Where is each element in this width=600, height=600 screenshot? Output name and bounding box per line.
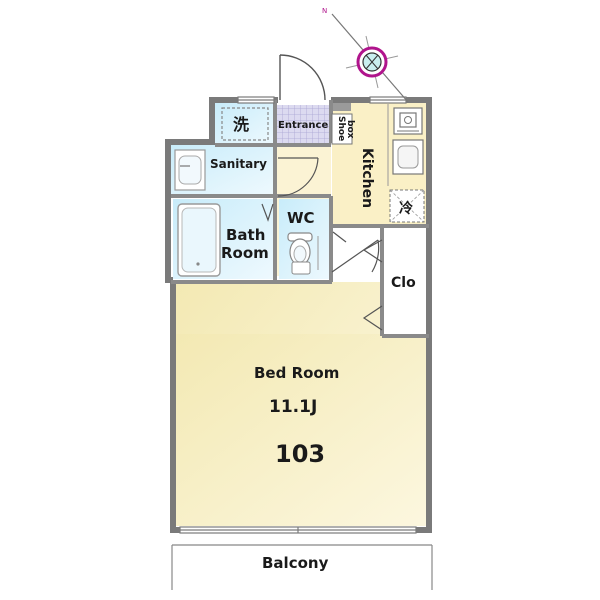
bath-label-line1: Bath bbox=[226, 226, 265, 244]
stove bbox=[393, 107, 423, 135]
compass: N bbox=[322, 7, 409, 103]
closet-doors[interactable] bbox=[362, 239, 383, 331]
bath-door[interactable] bbox=[261, 203, 274, 222]
area-label: 11.1J bbox=[269, 397, 317, 417]
fridge-icon: 冷 bbox=[399, 200, 413, 217]
shoe-box-label-line1: Shoe bbox=[336, 116, 346, 141]
entrance-tile-floor bbox=[277, 105, 330, 143]
laundry-pan: 洗 bbox=[221, 107, 269, 141]
kitchen-label: Kitchen bbox=[359, 148, 375, 208]
hall-door[interactable] bbox=[277, 157, 319, 197]
interior-walls bbox=[171, 100, 429, 338]
balcony bbox=[171, 544, 433, 590]
sanitary-label: Sanitary bbox=[210, 157, 267, 171]
bath-label-line2: Room bbox=[221, 244, 269, 262]
kitchen-sink bbox=[392, 139, 424, 175]
laundry-icon: 洗 bbox=[233, 115, 249, 134]
shoe-box-label-line2: box bbox=[345, 120, 355, 139]
toilet bbox=[287, 232, 319, 275]
entrance-door[interactable] bbox=[279, 54, 326, 101]
balcony-label: Balcony bbox=[262, 554, 329, 572]
unit-number: 103 bbox=[275, 440, 325, 468]
bedroom-label: Bed Room bbox=[254, 364, 339, 382]
bedroom-floor-lower bbox=[176, 334, 426, 526]
closet-floor bbox=[384, 229, 426, 332]
entrance-label: Entrance bbox=[278, 120, 328, 131]
laundry-floor bbox=[215, 103, 275, 145]
fridge-space: 冷 bbox=[389, 189, 425, 223]
closet-label: Clo bbox=[391, 275, 416, 291]
washbasin bbox=[174, 149, 206, 191]
shoe-box bbox=[331, 103, 353, 145]
windows bbox=[179, 96, 417, 534]
wc-label: WC bbox=[287, 209, 315, 227]
bathtub bbox=[177, 203, 221, 277]
bedroom-door[interactable] bbox=[331, 231, 380, 273]
compass-north-label: N bbox=[322, 7, 327, 15]
